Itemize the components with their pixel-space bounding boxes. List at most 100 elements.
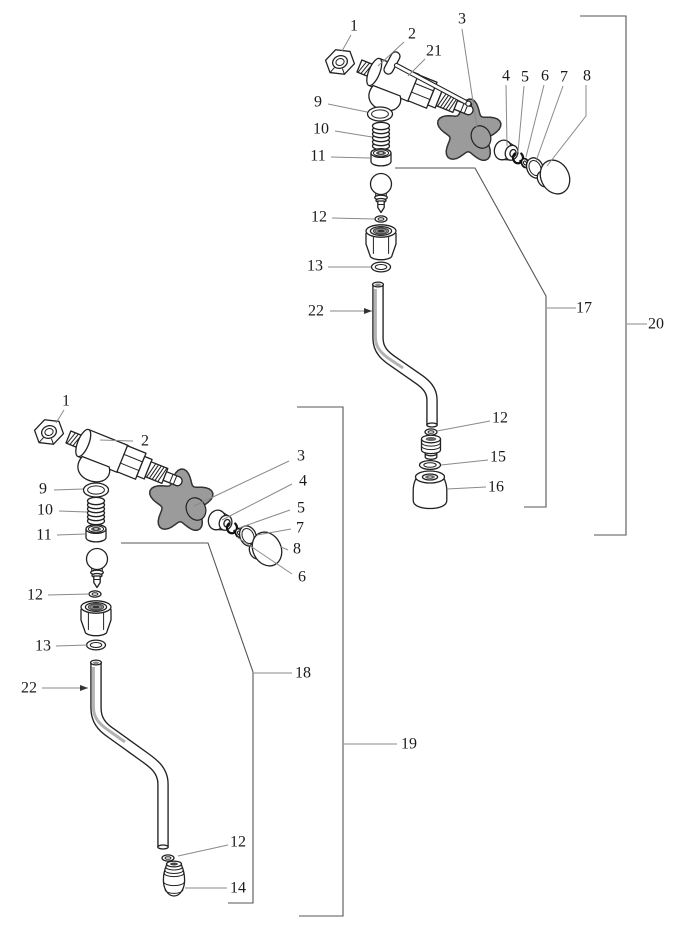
leader-arrow (364, 308, 372, 314)
callout-20: 20 (648, 316, 664, 333)
part-o-ring-13 (85, 639, 107, 651)
callout-8: 8 (583, 68, 591, 85)
leader-line (55, 409, 65, 424)
callout-group: 21 (407, 43, 442, 77)
bracket-group: 20 (580, 15, 664, 536)
leader-line (334, 130, 373, 138)
leader-line (546, 85, 587, 167)
callout-group: 9 (39, 481, 84, 498)
group-bracket-18 (121, 542, 254, 904)
callout-group: 7 (256, 520, 304, 537)
callout-10: 10 (37, 502, 53, 519)
part-pipe-lower (89, 659, 169, 850)
callout-group: 15 (440, 449, 506, 466)
leader-line (436, 420, 491, 432)
callout-group: 6 (236, 536, 306, 586)
part-seat-bushing (207, 509, 233, 531)
callout-5: 5 (521, 69, 529, 86)
callout-22: 22 (21, 680, 37, 697)
callout-6: 6 (298, 569, 306, 586)
callout-14: 14 (230, 880, 246, 897)
part-o-ring-12 (424, 428, 438, 436)
callout-group: 12 (311, 209, 375, 226)
group-bracket-20 (580, 15, 627, 536)
leader-line (280, 546, 289, 551)
bracket-group: 19 (297, 406, 417, 917)
callout-group: 13 (307, 258, 371, 275)
callout-3: 3 (458, 11, 466, 28)
part-o-ring-12 (88, 590, 102, 598)
callout-group: 2 (99, 433, 149, 450)
group-bracket-19 (297, 406, 344, 917)
bracket-group: 17 (395, 167, 592, 508)
callout-group: 14 (185, 880, 246, 897)
callout-19: 19 (401, 736, 417, 753)
part-seat-bushing (493, 139, 519, 161)
part-ball-stem (369, 172, 393, 214)
part-hex-nut (324, 49, 356, 75)
callout-group: 5 (517, 69, 529, 153)
part-star-knob (436, 98, 502, 161)
callout-13: 13 (307, 258, 323, 275)
callout-9: 9 (314, 94, 322, 111)
callout-1: 1 (62, 393, 70, 410)
callout-group: 11 (36, 527, 86, 544)
part-o-ring-9 (82, 482, 110, 498)
part-valve-body (65, 428, 183, 487)
callout-group: 8 (280, 541, 301, 558)
part-gland-nut (370, 147, 392, 167)
leader-line (327, 103, 368, 113)
leader-line (177, 844, 229, 857)
callout-2: 2 (408, 26, 416, 43)
leader-line (238, 509, 291, 529)
callout-group: 9 (314, 94, 368, 113)
leader-line (535, 85, 564, 162)
part-cup-16 (412, 470, 448, 510)
callout-5: 5 (297, 500, 305, 517)
callout-12: 12 (230, 834, 246, 851)
part-spring (86, 496, 106, 526)
leader-line (407, 58, 426, 77)
callout-2: 2 (141, 433, 149, 450)
callout-9: 9 (39, 481, 47, 498)
callout-18: 18 (295, 665, 311, 682)
callout-21: 21 (426, 43, 442, 60)
callout-group: 2 (377, 26, 416, 67)
part-spring (371, 121, 391, 151)
callout-group: 10 (37, 502, 88, 519)
leader-line (461, 28, 478, 129)
callout-group: 7 (535, 69, 568, 162)
part-nozzle-14 (162, 860, 186, 897)
callout-1: 1 (350, 18, 358, 35)
leader-line (55, 644, 89, 647)
leader-line (377, 41, 405, 67)
callout-group: 22 (21, 680, 88, 697)
callout-group: 10 (313, 121, 373, 138)
callout-group: 12 (27, 587, 90, 604)
part-nipple (420, 434, 442, 460)
callout-group: 3 (193, 448, 305, 507)
callout-group: 4 (502, 68, 510, 147)
callout-group: 6 (525, 68, 549, 158)
part-star-knob (148, 468, 214, 531)
callout-group: 13 (35, 638, 89, 655)
leader-line (330, 156, 371, 159)
callout-11: 11 (36, 527, 51, 544)
leader-line (99, 439, 134, 442)
leader-line (440, 459, 489, 466)
leader-line (256, 528, 292, 536)
leader-line (525, 84, 545, 158)
callout-7: 7 (296, 520, 304, 537)
callout-group: 1 (55, 393, 70, 424)
leader-line (236, 536, 293, 575)
leader-line (221, 483, 293, 521)
callout-16: 16 (488, 479, 504, 496)
callout-15: 15 (490, 449, 506, 466)
callout-3: 3 (297, 448, 305, 465)
leader-line (446, 486, 487, 490)
leader-line (505, 84, 508, 147)
callout-11: 11 (310, 148, 325, 165)
